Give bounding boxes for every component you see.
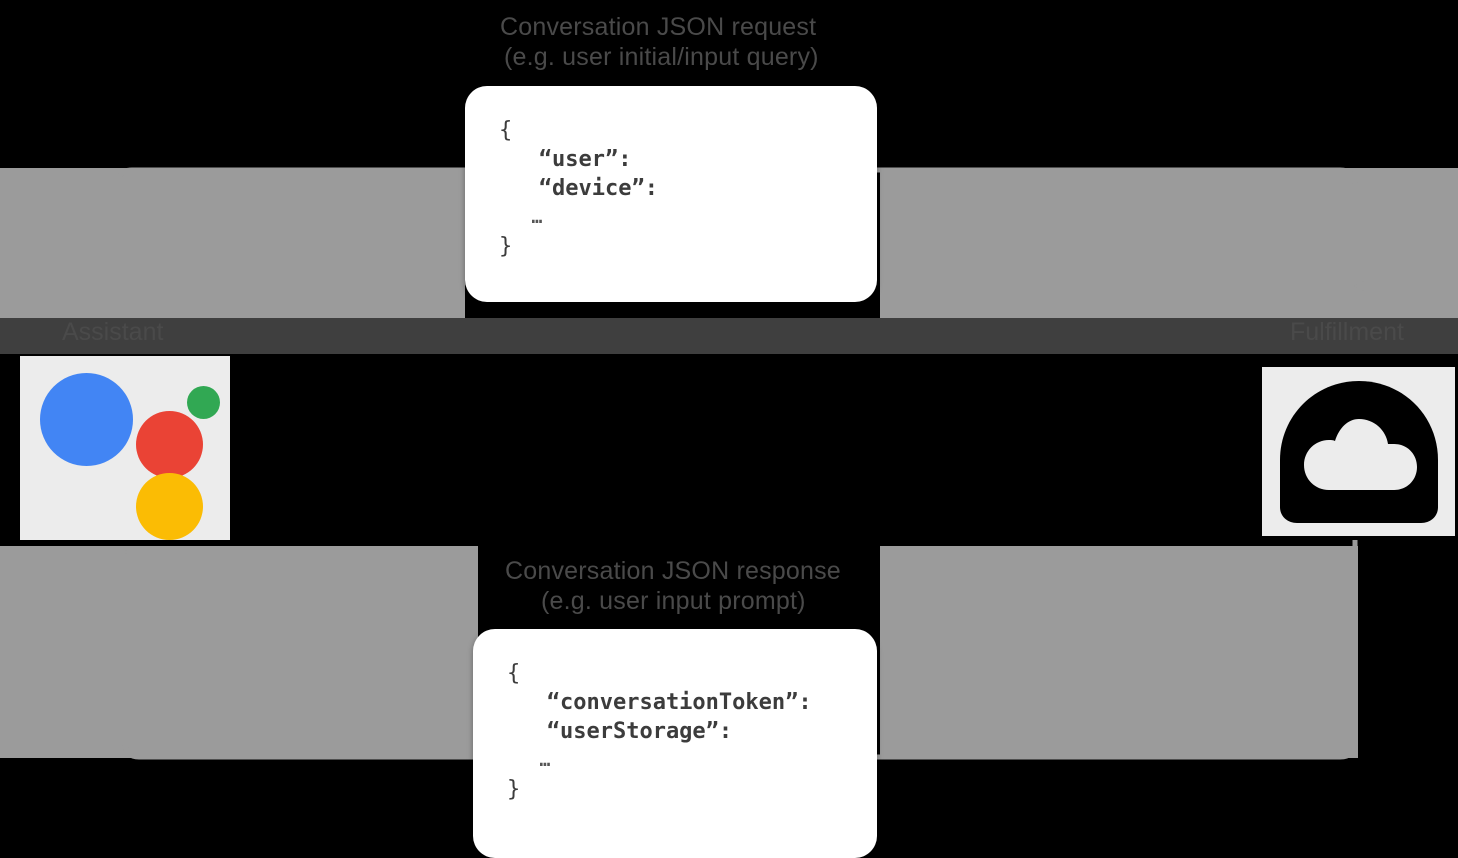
google-assistant-icon-red-dot <box>136 411 203 478</box>
haze-band-top-right <box>880 168 1458 318</box>
response-json-line-4: } <box>507 777 521 802</box>
haze-band-middle <box>0 318 1458 354</box>
cloud-functions-icon <box>1280 381 1438 523</box>
fulfillment-node[interactable] <box>1262 367 1455 536</box>
response-flow-label-line1: Conversation JSON response <box>505 557 841 585</box>
response-json-line-2: “userStorage”: <box>507 719 733 744</box>
request-json-line-1: “user”: <box>499 147 632 172</box>
haze-band-bottom-right <box>880 546 1358 758</box>
assistant-node-label: Assistant <box>62 318 164 346</box>
haze-band-top-left <box>0 168 465 318</box>
request-json-line-4: } <box>499 234 513 259</box>
response-json-line-3: … <box>507 750 551 771</box>
request-flow-label: Conversation JSON request (e.g. user ini… <box>500 12 819 72</box>
haze-band-bottom-left <box>0 546 478 758</box>
response-json-line-1: “conversationToken”: <box>507 690 812 715</box>
request-json-line-3: … <box>499 207 543 228</box>
google-assistant-icon-green-dot <box>187 386 220 419</box>
request-json-line-0: { <box>499 118 513 143</box>
request-json-card: { “user”: “device”: … } <box>465 86 877 302</box>
request-json-line-2: “device”: <box>499 176 658 201</box>
google-assistant-icon-yellow-dot <box>136 473 203 540</box>
google-assistant-icon-blue-dot <box>40 373 133 466</box>
response-json-line-0: { <box>507 661 521 686</box>
fulfillment-node-label: Fulfillment <box>1290 318 1404 346</box>
response-json-card: { “conversationToken”: “userStorage”: … … <box>473 629 877 858</box>
response-flow-label-line2: (e.g. user input prompt) <box>541 587 806 615</box>
request-flow-label-line2: (e.g. user initial/input query) <box>504 43 819 71</box>
assistant-node[interactable] <box>20 356 230 540</box>
response-flow-label: Conversation JSON response (e.g. user in… <box>505 556 841 616</box>
request-flow-label-line1: Conversation JSON request <box>500 13 817 41</box>
